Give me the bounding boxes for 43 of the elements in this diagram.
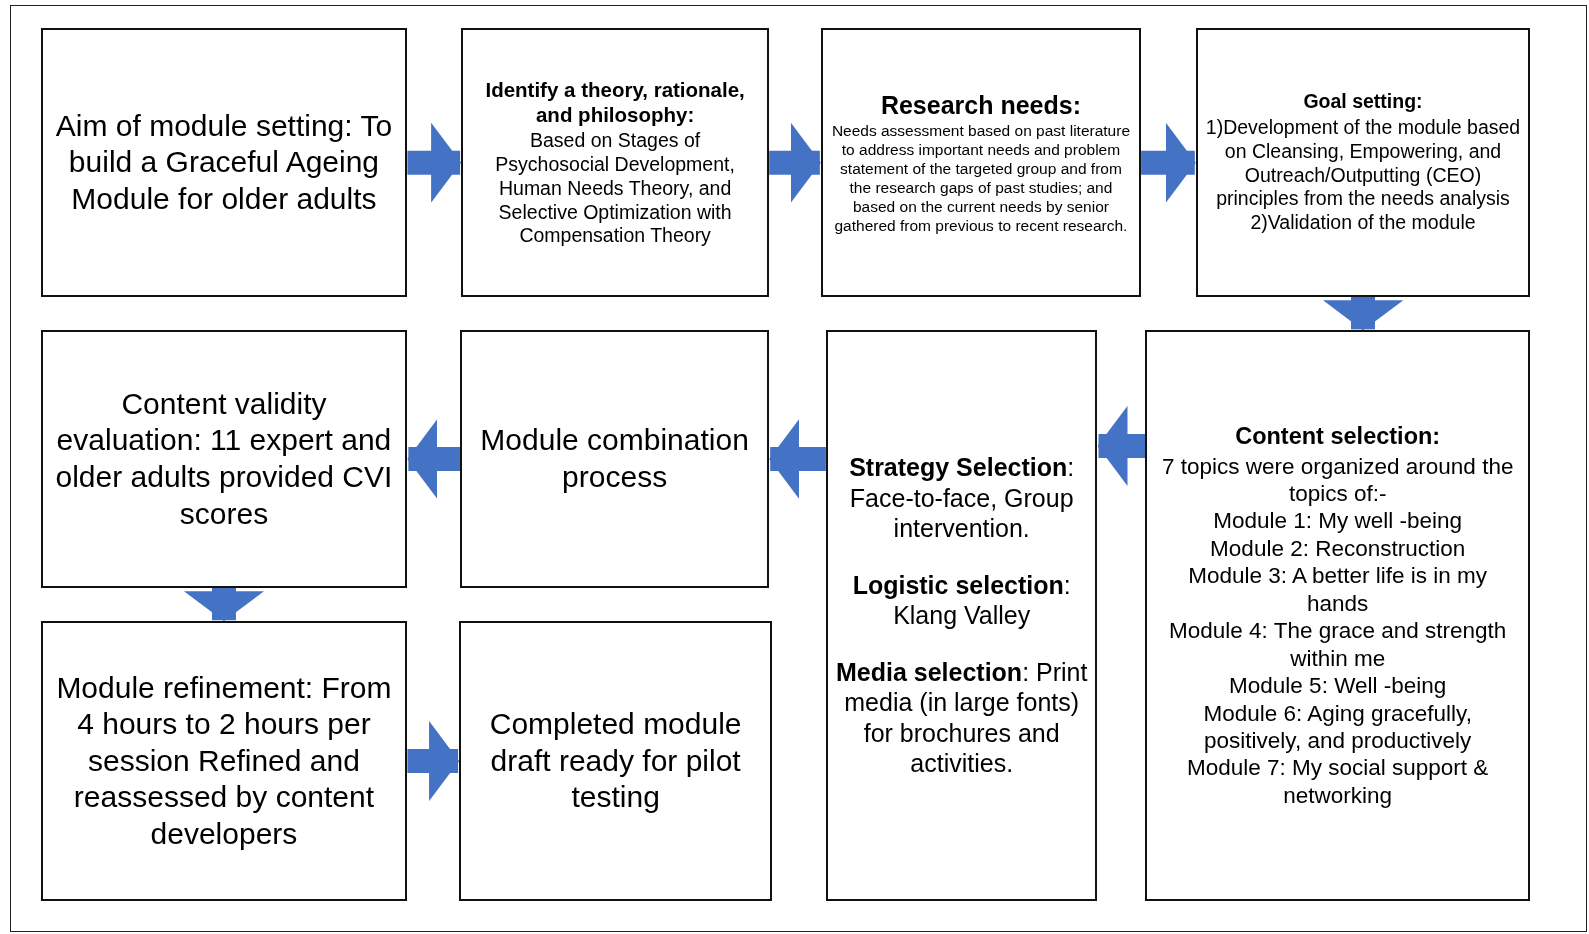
box-text: Module 4: The grace and strength within me bbox=[1168, 617, 1508, 673]
box-text: 1)Development of the module based on Cleansing, Empowering, and Outreach/Outputting (CEO) principles from the needs analysis bbox=[1205, 116, 1521, 212]
box-text: 7 topics were organized around the topics of:- bbox=[1160, 452, 1515, 508]
process-box bbox=[460, 330, 770, 588]
process-box bbox=[820, 28, 1142, 297]
block-arrow bbox=[407, 419, 461, 500]
block-arrow bbox=[1141, 122, 1196, 203]
box-heading: Content selection: bbox=[1235, 421, 1441, 451]
box-heading: Identify a theory, rationale, and philosophy: bbox=[484, 77, 746, 128]
process-box bbox=[825, 330, 1098, 901]
block-arrow bbox=[1097, 405, 1146, 486]
process-box bbox=[40, 330, 408, 588]
node-text: Module combination process bbox=[479, 422, 750, 496]
process-box bbox=[459, 621, 773, 901]
box-text: Media selection: Print media (in large fonts) for brochures and activities. bbox=[835, 656, 1088, 779]
box-text: Strategy Selection: Face-to-face, Group intervention. bbox=[848, 452, 1076, 544]
node-text: Module refinement: From 4 hours to 2 hours per session Refined and reassessed by content developers bbox=[55, 669, 393, 852]
box-text: Logistic selection: Klang Valley bbox=[851, 569, 1072, 631]
process-box bbox=[40, 621, 408, 901]
process-box bbox=[1195, 28, 1531, 297]
node-text: Aim of module setting: To build a Graceful Ageing Module for older adults bbox=[54, 107, 394, 217]
box-text: Module 3: A better life is in my hands bbox=[1187, 562, 1489, 618]
block-arrow bbox=[1323, 296, 1403, 331]
process-box bbox=[461, 28, 770, 297]
box-text: Module 1: My well -being bbox=[1213, 507, 1463, 535]
block-arrow bbox=[769, 122, 821, 203]
process-box bbox=[40, 28, 408, 297]
box-heading: Research needs: bbox=[880, 89, 1081, 121]
box-text: Module 2: Reconstruction bbox=[1210, 534, 1466, 563]
box-text: Module 5: Well -being bbox=[1229, 672, 1447, 700]
box-text: Based on Stages of Psychosocial Development, Human Needs Theory, and Selective Optimization with Compensation Theory bbox=[494, 129, 736, 249]
node-text: Content validity evaluation: 11 expert and older adults provided CVI scores bbox=[54, 385, 394, 532]
node-text: Completed module draft ready for pilot testing bbox=[488, 706, 743, 816]
block-arrow bbox=[407, 122, 462, 203]
block-arrow bbox=[769, 419, 826, 500]
block-arrow bbox=[183, 587, 264, 622]
box-text: Needs assessment based on past literature to address important needs and problem statement of the targeted group and from the research gaps of past studies; and based on the current needs by senior gathered from previous to recent research. bbox=[830, 122, 1131, 236]
box-text: Module 6: Aging gracefully, positively, and productively bbox=[1202, 699, 1473, 755]
process-box bbox=[1145, 330, 1531, 901]
box-text: 2)Validation of the module bbox=[1250, 211, 1476, 235]
box-text: Module 7: My social support & networking bbox=[1186, 754, 1490, 810]
block-arrow bbox=[407, 721, 460, 802]
box-heading: Goal setting: bbox=[1303, 90, 1423, 115]
